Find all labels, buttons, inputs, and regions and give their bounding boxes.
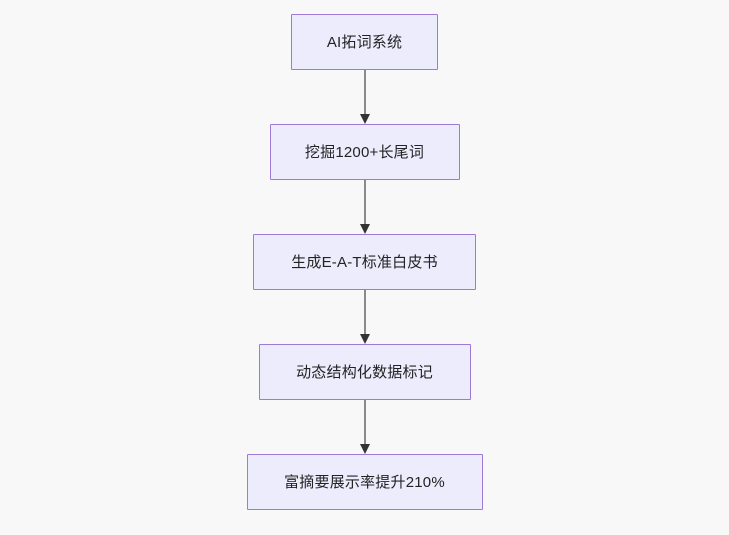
flow-node-dynamic-structured-data-markup[interactable]: 动态结构化数据标记 — [258, 344, 471, 400]
flow-node-label: 挖掘1200+长尾词 — [304, 143, 425, 161]
flow-node-label: AI拓词系统 — [326, 33, 403, 51]
arrowhead-icon — [359, 334, 370, 344]
connector-line — [363, 400, 366, 445]
flow-node-label: 动态结构化数据标记 — [296, 363, 433, 381]
flow-node-ai-keyword-system[interactable]: AI拓词系统 — [291, 14, 438, 70]
flow-connector-3 — [357, 290, 373, 344]
flow-node-rich-snippet-display-rate[interactable]: 富摘要展示率提升210% — [246, 454, 483, 510]
flow-node-generate-eat-whitepaper[interactable]: 生成E-A-T标准白皮书 — [253, 234, 476, 290]
connector-line — [363, 70, 366, 115]
connector-line — [363, 180, 366, 225]
connector-line — [363, 290, 366, 335]
arrowhead-icon — [359, 114, 370, 124]
flow-connector-2 — [357, 180, 373, 234]
flow-node-label: 富摘要展示率提升210% — [284, 473, 445, 491]
arrowhead-icon — [359, 444, 370, 454]
flow-connector-1 — [357, 70, 373, 124]
flow-connector-4 — [357, 400, 373, 454]
arrowhead-icon — [359, 224, 370, 234]
flow-node-mine-longtail-keywords[interactable]: 挖掘1200+长尾词 — [269, 124, 460, 180]
flow-node-label: 生成E-A-T标准白皮书 — [291, 253, 438, 271]
